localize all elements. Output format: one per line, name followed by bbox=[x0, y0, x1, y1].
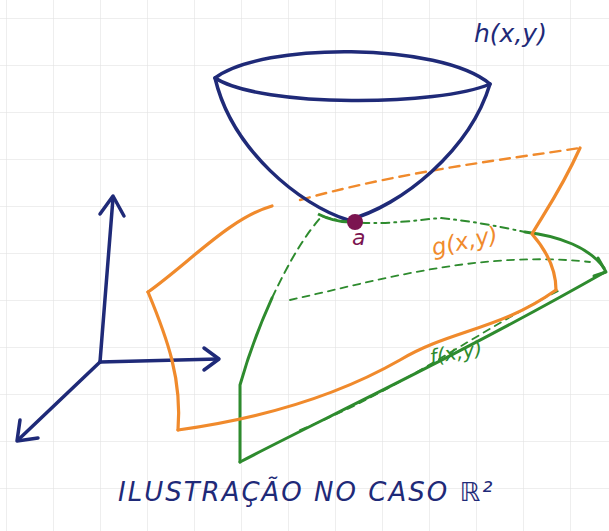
paraboloid-h bbox=[215, 52, 490, 220]
surface-g bbox=[148, 148, 580, 430]
surface-f bbox=[240, 216, 606, 462]
coordinate-axes bbox=[17, 196, 219, 441]
function-label: h(x,y) bbox=[474, 20, 547, 48]
point-label: a bbox=[352, 226, 365, 250]
caption: ILUSTRAÇÃO NO CASO ℝ² bbox=[118, 478, 494, 507]
tangent-contact bbox=[318, 214, 350, 222]
